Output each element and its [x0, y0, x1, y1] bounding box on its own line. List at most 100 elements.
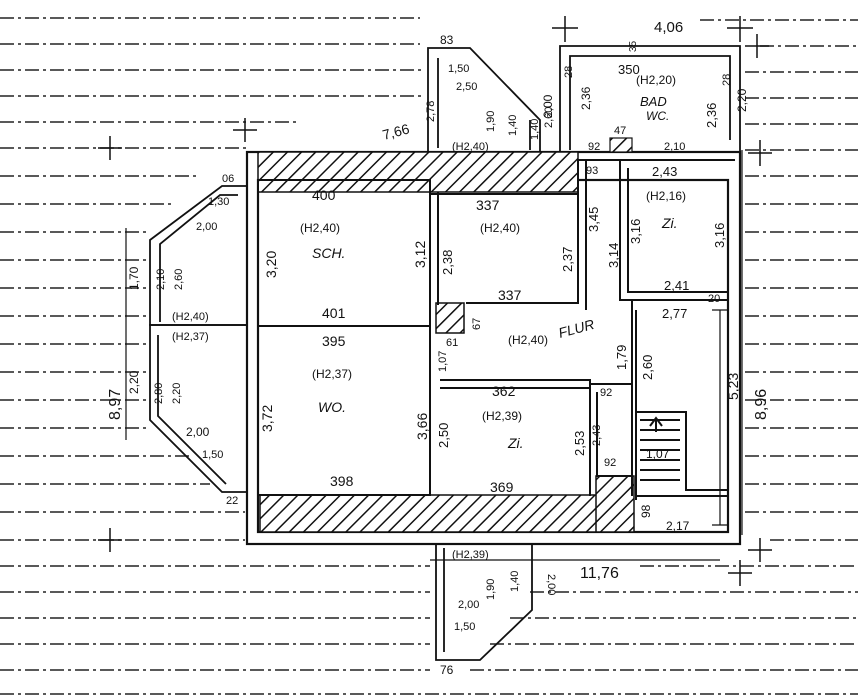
zi-east-height: (H2,16): [646, 189, 686, 203]
dim-92b: 92: [604, 457, 616, 469]
zi-east-name: Zi.: [661, 215, 678, 231]
flur-depth: 1,79: [614, 345, 629, 370]
bad-width: 350: [618, 62, 640, 77]
bay-ll-a: 2,00: [186, 425, 210, 439]
zi-east-width-top: 2,43: [652, 164, 677, 179]
kueche-width-top: 337: [476, 197, 500, 213]
bad-sub: WC.: [646, 109, 669, 123]
dim-200: 2,00: [541, 94, 555, 118]
bay-top-e: 1,40: [507, 115, 519, 136]
dim-top-right: 4,06: [654, 19, 683, 36]
dimension-lines: [125, 150, 743, 561]
bay-top-height: (H2,40): [452, 141, 489, 153]
dim-overall-bottom: 11,76: [580, 565, 619, 582]
bay-bottom-b: 1,50: [454, 621, 475, 633]
wo-height: (H2,37): [312, 367, 352, 381]
dim-28a: 28: [563, 66, 575, 78]
flur-name: FLUR: [557, 316, 596, 341]
dim-61: 61: [446, 337, 458, 349]
bad-left: 2,36: [579, 86, 593, 110]
background-lines: [0, 17, 858, 695]
sch-left: 3,20: [263, 251, 279, 278]
flur-width: 2,77: [662, 306, 687, 321]
labels: 400 (H2,40) SCH. 3,20 3,12 401 395 (H2,3…: [107, 19, 770, 677]
bay-ll-d: 2,80: [153, 383, 165, 404]
registration-marks: [98, 16, 772, 586]
sch-height: (H2,40): [300, 221, 340, 235]
bay-top-d: 1,90: [485, 111, 497, 132]
dim-top-small: 83: [440, 33, 454, 47]
bay-lu-b: 2,00: [196, 221, 217, 233]
wo-left: 3,72: [259, 405, 275, 432]
zi-mid-name: Zi.: [507, 435, 524, 451]
bay-bottom-height: (H2,39): [452, 549, 489, 561]
inner-walls: [257, 159, 735, 500]
wo-name: WO.: [318, 399, 346, 415]
sch-width-bottom: 401: [322, 305, 346, 321]
dim-bottom-small: 76: [440, 663, 454, 677]
zi-east-side: 3,14: [606, 243, 621, 268]
zi-mid-width-top: 362: [492, 383, 516, 399]
kueche-left: 2,38: [440, 250, 455, 275]
bay-bottom-e: 2,00: [545, 574, 557, 595]
kueche-side: 3,45: [586, 207, 601, 232]
dim-28b: 28: [721, 74, 733, 86]
sch-right: 3,12: [412, 241, 428, 268]
kueche-right: 2,37: [560, 247, 575, 272]
bay-ll-c: 2,20: [127, 370, 141, 394]
bays: [149, 45, 741, 661]
dim-47: 47: [614, 125, 626, 137]
dim-67: 67: [471, 318, 483, 330]
bay-ll-height: (H2,37): [172, 331, 209, 343]
zi-mid-right: 2,53: [572, 431, 587, 456]
bad-name: BAD: [640, 94, 667, 109]
sch-name: SCH.: [312, 245, 345, 261]
dim-220: 2,20: [735, 88, 749, 112]
dim-210: 2,10: [664, 141, 685, 153]
zi-mid-left: 2,50: [436, 423, 451, 448]
kueche-width-bottom: 337: [498, 287, 522, 303]
dim-stair-width: 2,17: [666, 519, 690, 533]
bad-height: (H2,20): [636, 73, 676, 87]
bay-bottom-a: 2,00: [458, 599, 479, 611]
bay-ll-e: 2,20: [171, 383, 183, 404]
bay-top-a: 1,50: [448, 63, 469, 75]
bay-top-c: 2,78: [425, 101, 437, 122]
bay-bottom-d: 1,40: [509, 571, 521, 592]
dim-upper-left: 7,66: [381, 120, 412, 143]
wo-width-bottom: 398: [330, 473, 354, 489]
dim-35: 35: [628, 40, 639, 52]
bay-ll-b: 1,50: [202, 449, 223, 461]
kueche-height: (H2,40): [480, 221, 520, 235]
zi-east-left: 3,16: [628, 219, 643, 244]
sch-width-top: 400: [312, 187, 336, 203]
bad-right: 2,36: [704, 103, 719, 128]
bay-lu-height: (H2,40): [172, 311, 209, 323]
dim-overall-right: 8,96: [753, 389, 770, 420]
bay-bottom-c: 1,90: [485, 579, 497, 600]
wo-right: 3,66: [414, 413, 430, 440]
bay-lu-d: 2,10: [155, 269, 167, 290]
dim-stair: 1,07: [646, 447, 670, 461]
dim-flur-right: 5,23: [725, 373, 741, 400]
dim-22: 22: [226, 495, 238, 507]
bay-top-b: 2,50: [456, 81, 477, 93]
bay-lu-e: 2,60: [173, 269, 185, 290]
bay-lu-a: 1,30: [208, 196, 229, 208]
dim-98: 98: [639, 504, 653, 518]
hatched-walls: [257, 137, 635, 533]
flur-height: (H2,40): [508, 333, 548, 347]
dim-92a: 92: [600, 387, 612, 399]
dim-92c: 92: [588, 141, 600, 153]
zi-east-width-bottom: 2,41: [664, 278, 689, 293]
bay-lu-c: 1,70: [127, 266, 141, 290]
dim-overall-left: 8,97: [107, 389, 124, 420]
wo-width-top: 395: [322, 333, 346, 349]
dim-107: 1,07: [437, 351, 449, 372]
dim-06: 06: [222, 173, 234, 185]
dim-243: 2,43: [591, 425, 603, 446]
dim-93: 93: [586, 165, 598, 177]
zi-east-right: 3,16: [712, 223, 727, 248]
zi-mid-width-bottom: 369: [490, 479, 514, 495]
